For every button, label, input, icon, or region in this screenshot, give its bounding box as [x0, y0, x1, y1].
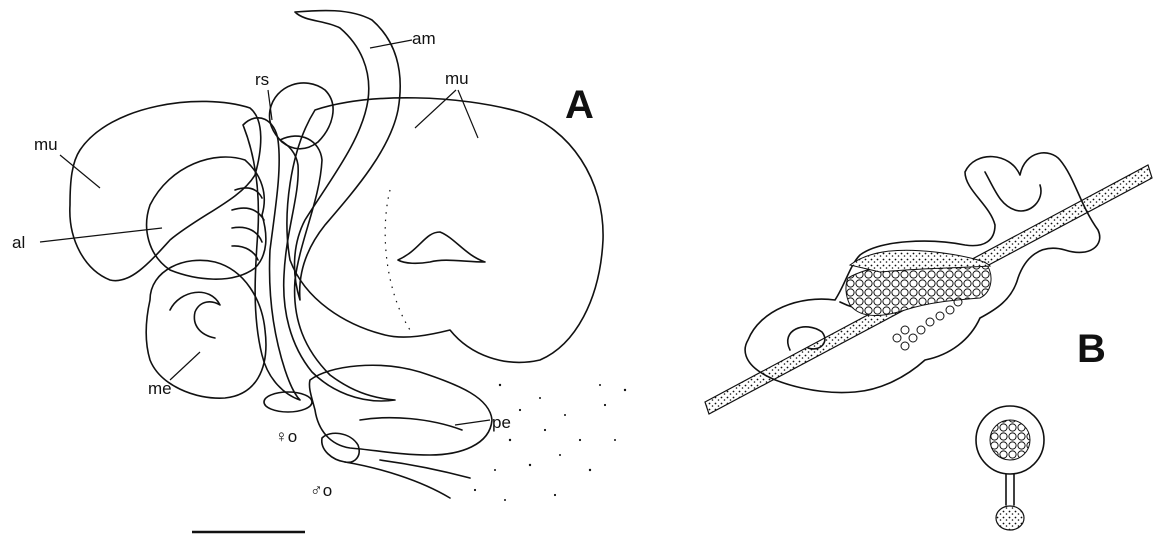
mucous-gland-left — [70, 101, 261, 280]
central-duct — [243, 118, 300, 400]
panel-label-a: A — [565, 83, 594, 127]
lobe-notch — [398, 232, 485, 263]
leader-am — [370, 40, 412, 48]
mucous-gland-right — [287, 98, 603, 363]
label-al: al — [12, 233, 25, 252]
panel-label-b: B — [1077, 327, 1106, 371]
label-am: am — [412, 29, 436, 48]
leader-pe — [455, 420, 490, 425]
leader-mu-left — [60, 155, 100, 188]
label-rs: rs — [255, 70, 269, 89]
penis-sheath — [309, 365, 492, 455]
stipple-spray — [474, 384, 626, 501]
label-mu-right: mu — [445, 69, 469, 88]
label-mu-left: mu — [34, 135, 58, 154]
label-me: me — [148, 379, 172, 398]
leader-mu-right-2 — [458, 90, 478, 138]
cross-section-duct — [996, 506, 1024, 530]
ampulla — [295, 10, 401, 300]
panel-a-drawing: rs am mu mu al me pe ♀o ♂o A — [12, 10, 626, 532]
label-female-opening: ♀o — [275, 427, 297, 446]
panel-b-drawing: B — [705, 153, 1152, 530]
leader-al — [40, 228, 162, 242]
membrane-gland — [146, 260, 266, 398]
label-pe: pe — [492, 413, 511, 432]
leader-mu-right-1 — [415, 90, 456, 128]
label-male-opening: ♂o — [310, 481, 332, 500]
leader-me — [170, 352, 200, 380]
